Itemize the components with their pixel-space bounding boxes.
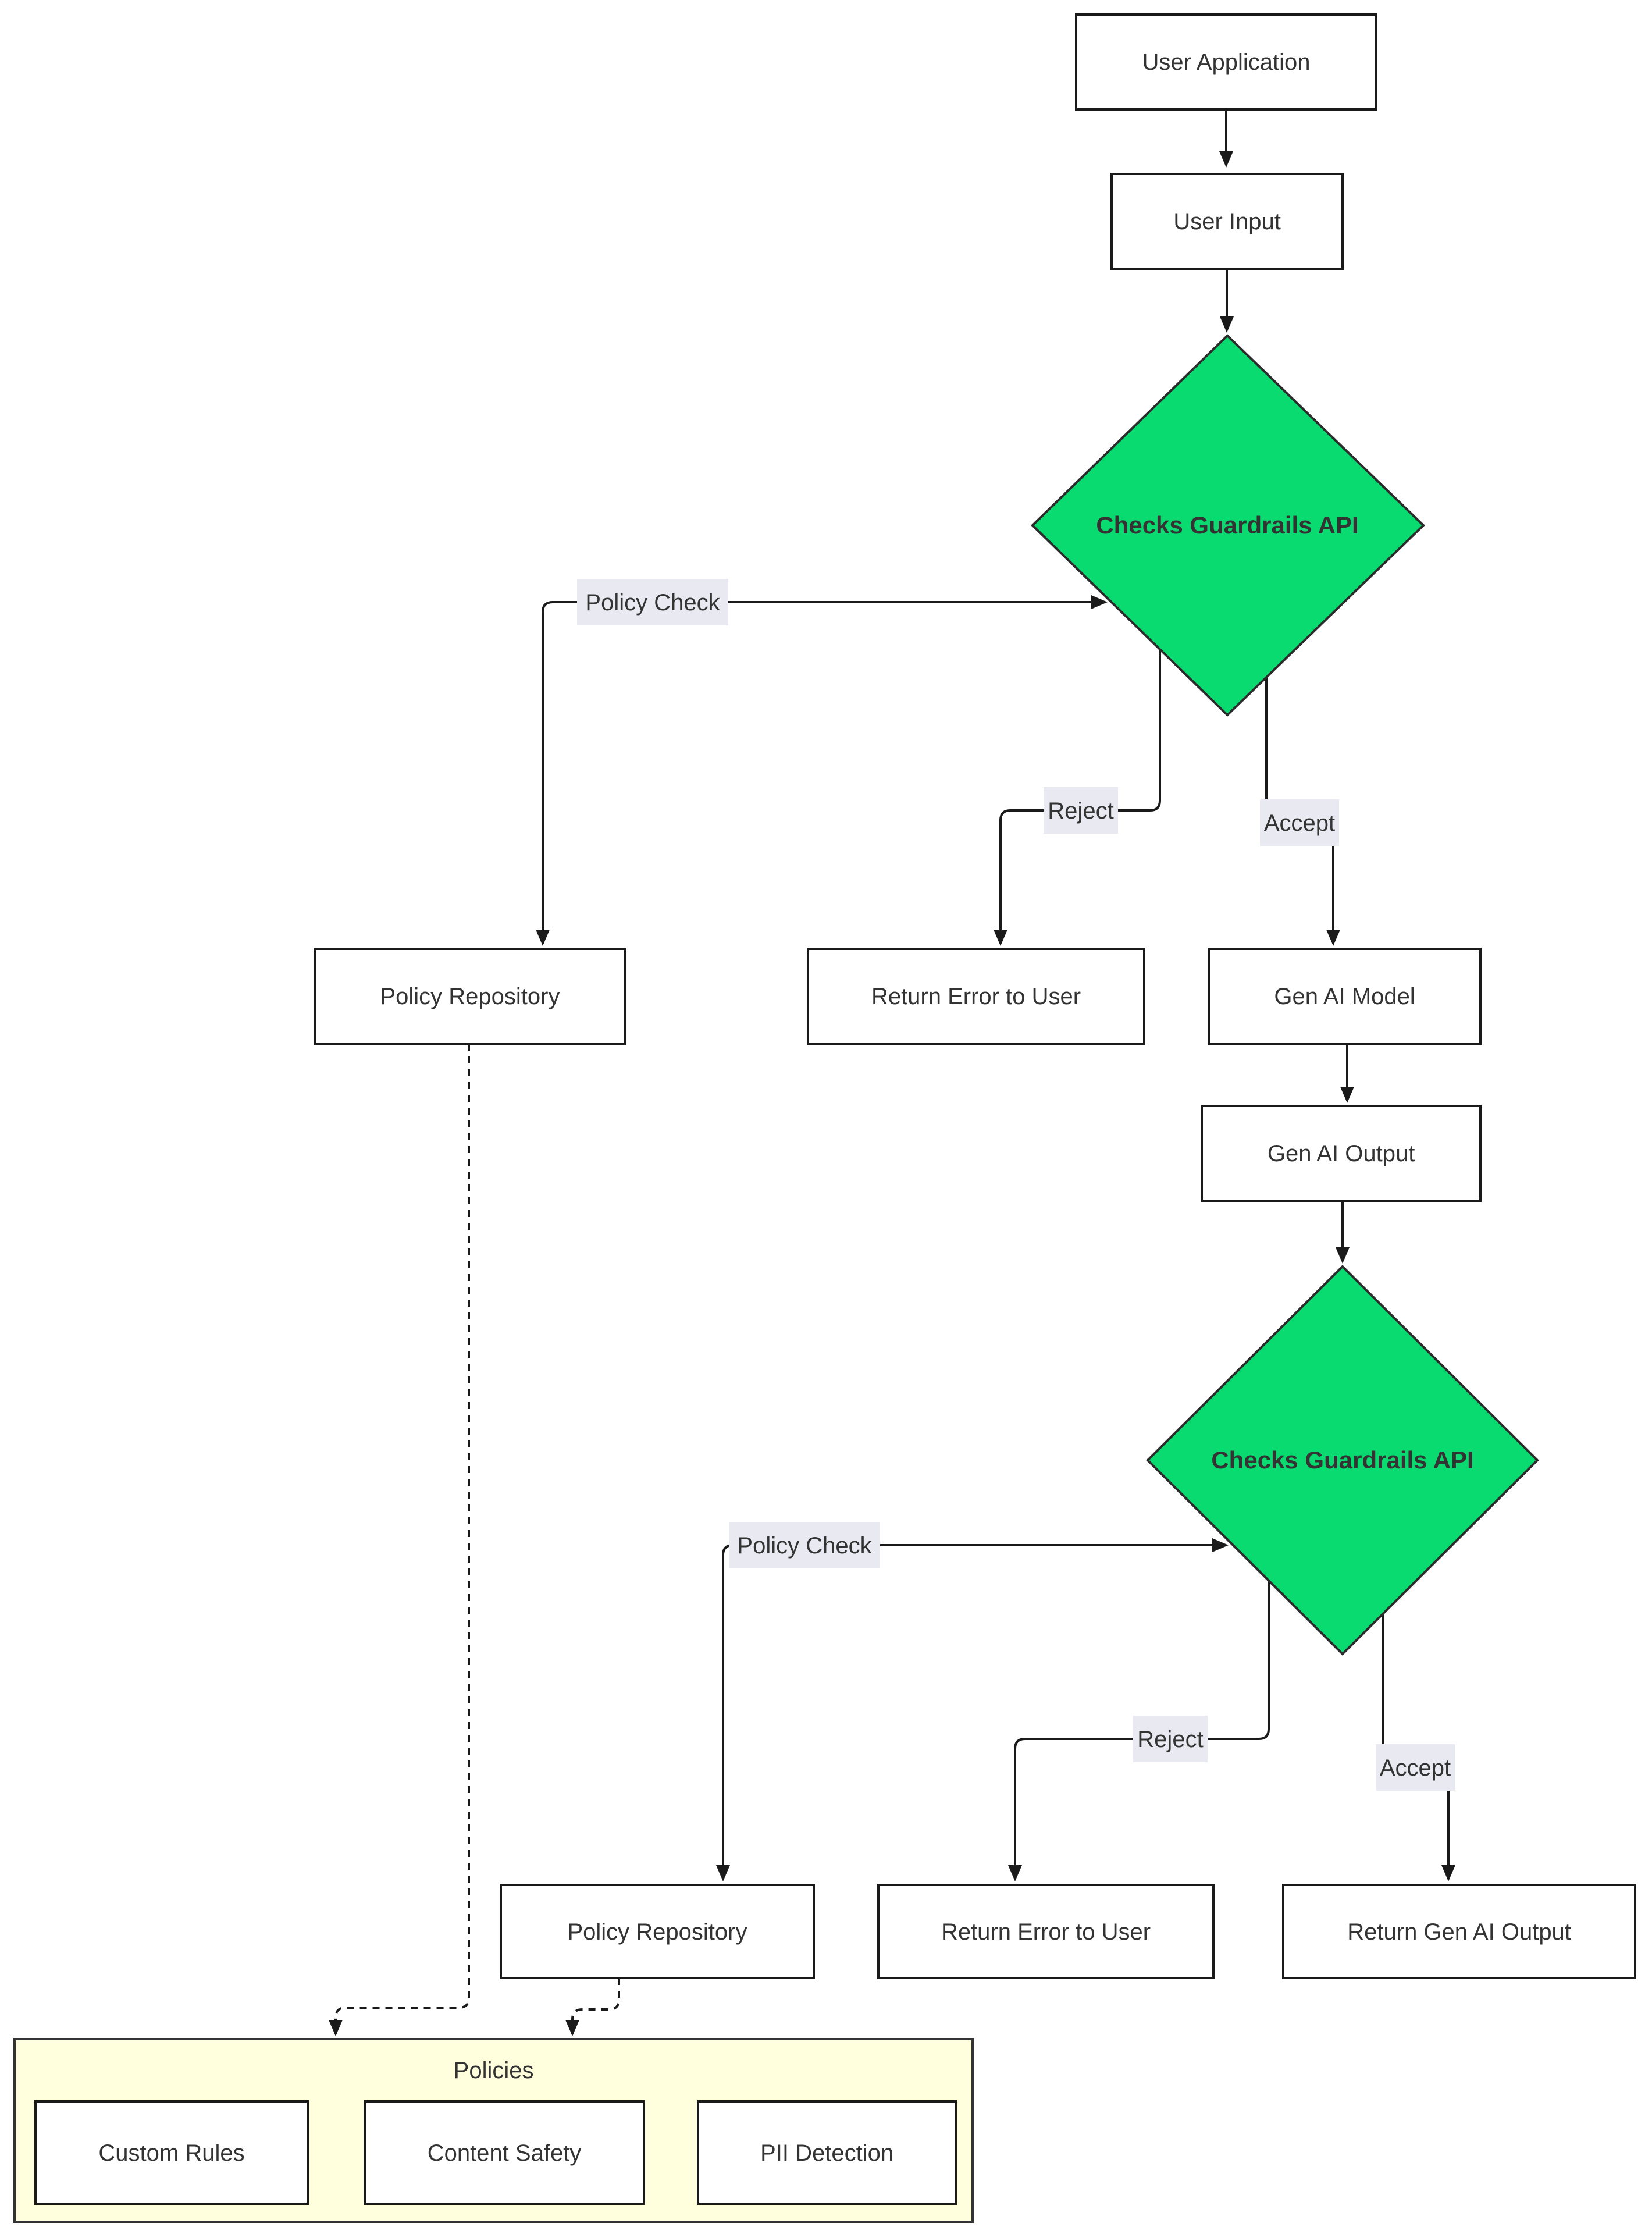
- edge-label-policy-check-output: Policy Check: [729, 1522, 880, 1568]
- gen-ai-model-label: Gen AI Model: [1274, 984, 1415, 1009]
- edge-label-accept-input: Accept: [1260, 799, 1339, 846]
- edge-label-text: Policy Check: [737, 1533, 872, 1559]
- content-safety-label: Content Safety: [428, 2140, 582, 2166]
- checks-guardrails-input-label: Checks Guardrails API: [1096, 511, 1358, 539]
- edges: [329, 109, 1455, 2036]
- edge-label-reject-input: Reject: [1044, 787, 1118, 834]
- node-user-input: User Input: [1110, 173, 1344, 270]
- edge-label-bg: [1260, 799, 1339, 846]
- edge-label-bg: [577, 579, 728, 625]
- pii-detection-box: [697, 2100, 957, 2205]
- edge-label-text: Reject: [1137, 1727, 1203, 1752]
- gen-ai-output-box: [1201, 1105, 1482, 1202]
- checks-guardrails-input-diamond: [1031, 334, 1425, 717]
- edge-policy-repository-input-to-policies: [329, 1044, 470, 2036]
- node-content-safety: Content Safety: [364, 2100, 645, 2205]
- gen-ai-model-box: [1208, 948, 1482, 1045]
- checks-guardrails-output-diamond: [1146, 1265, 1539, 1656]
- edge-label-reject-output: Reject: [1133, 1716, 1208, 1762]
- return-error-output-box: [877, 1884, 1215, 1979]
- user-application-box: [1075, 13, 1377, 111]
- node-gen-ai-output: Gen AI Output: [1201, 1105, 1482, 1202]
- edge-policy-repository-output-to-policies: [565, 1978, 620, 2036]
- policy-repository-input-box: [314, 948, 626, 1045]
- edge-label-policy-check-input: Policy Check: [577, 579, 728, 625]
- user-application-label: User Application: [1142, 49, 1310, 75]
- node-return-gen-ai-output: Return Gen AI Output: [1282, 1884, 1636, 1979]
- checks-guardrails-output-label: Checks Guardrails API: [1211, 1446, 1473, 1474]
- node-custom-rules: Custom Rules: [34, 2100, 309, 2205]
- node-checks-guardrails-output: Checks Guardrails API: [1146, 1265, 1539, 1656]
- edge-label-bg: [1133, 1716, 1208, 1762]
- node-gen-ai-model: Gen AI Model: [1208, 948, 1482, 1045]
- node-policy-repository-output: Policy Repository: [500, 1884, 815, 1979]
- edge-label-bg: [1376, 1744, 1455, 1791]
- return-error-input-label: Return Error to User: [871, 984, 1081, 1009]
- custom-rules-label: Custom Rules: [98, 2140, 244, 2166]
- node-user-application: User Application: [1075, 13, 1377, 111]
- policy-repository-input-label: Policy Repository: [380, 984, 560, 1009]
- edge-labels: Policy Check Reject Accept Policy Check …: [577, 579, 1455, 1791]
- edge-label-accept-output: Accept: [1376, 1744, 1455, 1791]
- node-policy-repository-input: Policy Repository: [314, 948, 626, 1045]
- edge-label-text: Accept: [1264, 810, 1335, 836]
- edge-label-text: Reject: [1048, 798, 1113, 824]
- custom-rules-box: [34, 2100, 309, 2205]
- node-pii-detection: PII Detection: [697, 2100, 957, 2205]
- return-gen-ai-output-label: Return Gen AI Output: [1347, 1919, 1571, 1945]
- content-safety-box: [364, 2100, 645, 2205]
- edge-label-bg: [1044, 787, 1118, 834]
- user-input-box: [1110, 173, 1344, 270]
- return-error-input-box: [807, 948, 1145, 1045]
- pii-detection-label: PII Detection: [760, 2140, 893, 2166]
- edge-policy-check-output: [716, 1538, 1229, 1881]
- return-gen-ai-output-box: [1282, 1884, 1636, 1979]
- edge-label-text: Policy Check: [585, 590, 720, 616]
- return-error-output-label: Return Error to User: [941, 1919, 1151, 1945]
- edge-label-text: Accept: [1380, 1755, 1451, 1781]
- policies-group-title: Policies: [454, 2058, 534, 2083]
- policy-repository-output-box: [500, 1884, 815, 1979]
- edge-policy-check-input: [536, 595, 1108, 946]
- node-checks-guardrails-input: Checks Guardrails API: [1031, 334, 1425, 717]
- policy-repository-output-label: Policy Repository: [567, 1919, 747, 1945]
- user-input-label: User Input: [1173, 209, 1281, 234]
- edge-label-bg: [729, 1522, 880, 1568]
- node-return-error-input: Return Error to User: [807, 948, 1145, 1045]
- gen-ai-output-label: Gen AI Output: [1268, 1141, 1415, 1166]
- node-return-error-output: Return Error to User: [877, 1884, 1215, 1979]
